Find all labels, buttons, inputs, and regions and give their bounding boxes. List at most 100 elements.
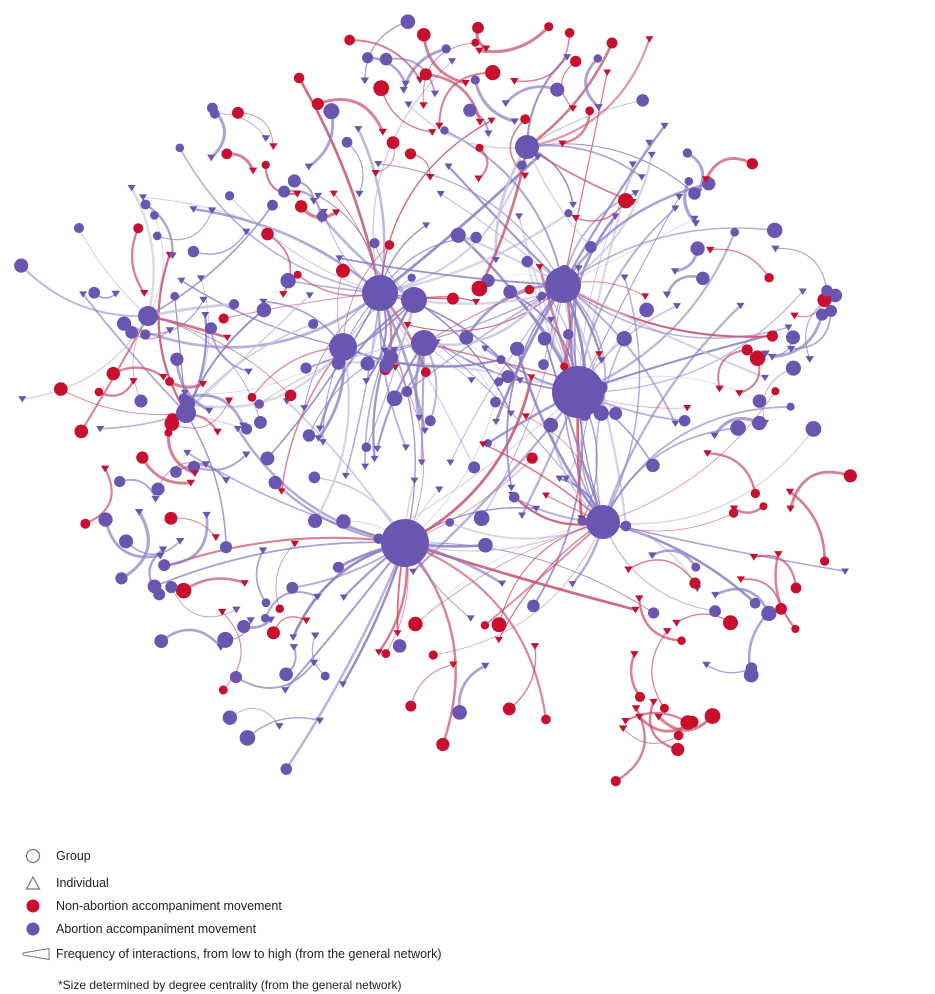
edge — [119, 510, 150, 580]
abortion-group-node — [154, 634, 169, 649]
edge — [422, 298, 542, 347]
individual-node — [96, 425, 105, 433]
individual-node — [631, 606, 640, 614]
abortion-group-node — [690, 241, 705, 256]
abortion-group-node — [88, 286, 101, 299]
individual-node — [506, 410, 515, 418]
individual-node — [430, 90, 440, 98]
individual-node — [435, 486, 444, 493]
abortion-group-node — [545, 267, 581, 303]
edge — [318, 298, 416, 430]
individual-node — [521, 413, 530, 420]
edge — [705, 664, 753, 674]
abortion-group-node — [441, 44, 451, 54]
abortion-group-node — [114, 475, 126, 488]
individual-node — [177, 277, 186, 285]
edge — [156, 209, 213, 241]
edge — [379, 164, 523, 294]
individual-node — [693, 188, 703, 196]
non-abortion-group-node — [502, 702, 516, 716]
edge — [221, 611, 242, 691]
edge — [509, 118, 526, 177]
non-abortion-group-node — [480, 621, 490, 630]
individual-node — [269, 143, 278, 150]
edge — [378, 212, 570, 295]
non-abortion-group-node — [746, 158, 758, 170]
abortion-group-node — [508, 491, 520, 503]
edge — [82, 293, 187, 414]
individual-node — [183, 449, 192, 457]
non-abortion-group-node — [419, 68, 432, 81]
individual-node — [527, 374, 536, 381]
abortion-group-node — [709, 605, 721, 618]
edge — [526, 100, 644, 148]
non-abortion-group-node — [759, 502, 768, 511]
individual-node — [735, 390, 744, 397]
individual-node — [417, 459, 426, 466]
abortion-group-node — [187, 245, 200, 258]
edge — [275, 543, 296, 610]
non-abortion-group-node — [606, 37, 618, 49]
abortion-group-node — [593, 405, 609, 421]
non-abortion-group-node — [564, 27, 575, 38]
individual-node — [444, 163, 453, 170]
legend-label-frequency: Frequency of interactions, from low to h… — [56, 947, 442, 961]
non-abortion-group-node — [843, 469, 857, 483]
individual-node — [275, 723, 284, 730]
individual-node — [390, 347, 399, 354]
edge — [770, 313, 824, 359]
non-abortion-group-node — [54, 382, 68, 396]
individual-node — [670, 268, 680, 275]
abortion-group-node — [400, 14, 416, 29]
abortion-group-node — [170, 466, 182, 478]
edge — [157, 253, 188, 415]
edge — [192, 207, 382, 295]
edge — [162, 513, 209, 567]
edge — [186, 345, 345, 409]
legend: Group Individual Non-abortion accompanim… — [22, 840, 542, 992]
non-abortion-group-node — [218, 313, 229, 324]
edge — [266, 292, 381, 460]
abortion-group-node — [470, 231, 482, 244]
abortion-group-node — [206, 102, 218, 114]
individual-node — [474, 175, 483, 183]
non-abortion-group-node — [610, 776, 621, 787]
abortion-group-node — [239, 730, 256, 746]
edge — [379, 292, 476, 469]
abortion-group-node — [228, 299, 240, 310]
abortion-group-node — [116, 316, 132, 331]
abortion-group-node — [369, 237, 380, 249]
individual-node — [466, 615, 475, 622]
edge — [280, 346, 344, 492]
edge — [372, 60, 453, 294]
abortion-group-node — [684, 176, 694, 186]
edge — [112, 366, 165, 379]
edge — [481, 284, 564, 519]
abortion-group-node — [490, 396, 501, 408]
abortion-group-node — [362, 275, 398, 311]
individual-node — [204, 407, 214, 415]
edge — [174, 463, 228, 482]
individual-node — [630, 651, 639, 658]
non-abortion-group-node — [261, 160, 270, 170]
non-abortion-group-node — [133, 223, 144, 234]
individual-node — [520, 172, 530, 180]
individual-node — [335, 255, 344, 262]
non-abortion-group-node — [722, 615, 738, 631]
non-abortion-group-node — [475, 143, 484, 152]
abortion-group-node — [254, 399, 264, 409]
individual-node — [425, 174, 435, 181]
non-abortion-group-node — [344, 34, 355, 46]
individual-node — [232, 606, 241, 614]
non-abortion-group-node — [404, 148, 417, 160]
non-abortion-group-node — [819, 556, 830, 566]
individual-node — [603, 69, 612, 76]
individual-node — [594, 351, 603, 358]
individual-node — [362, 378, 371, 385]
edge — [144, 203, 174, 257]
abortion-group-node — [308, 471, 321, 484]
individual-node — [805, 356, 814, 363]
edge — [380, 87, 433, 133]
individual-node — [420, 427, 429, 435]
abortion-group-node — [593, 54, 603, 63]
